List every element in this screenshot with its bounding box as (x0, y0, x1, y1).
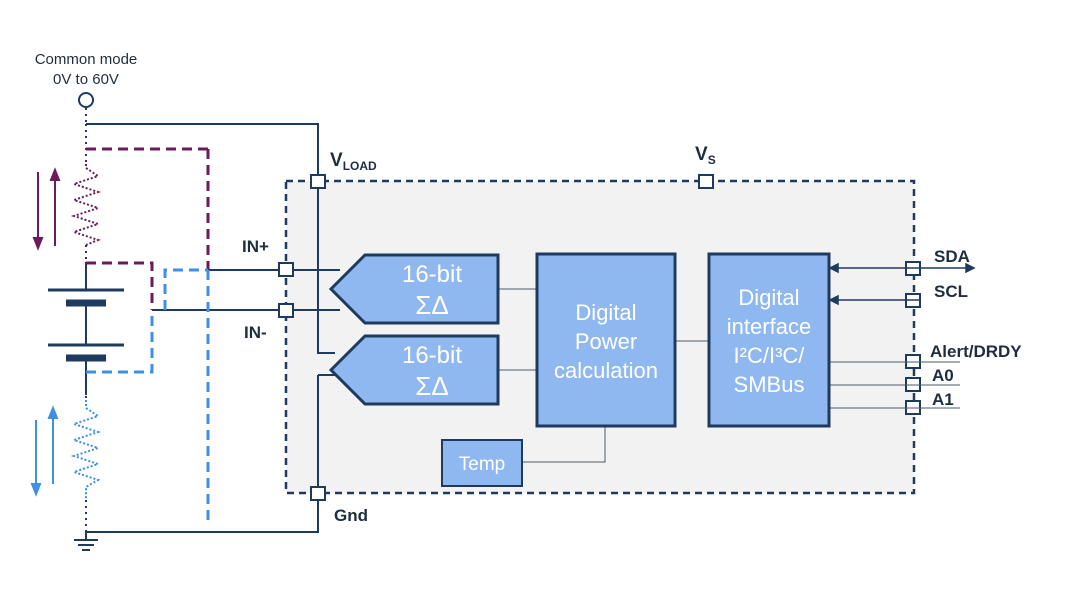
a0-label: A0 (932, 366, 954, 385)
in-plus-label: IN+ (242, 237, 269, 256)
gnd-pin (310, 486, 326, 501)
sda-label: SDA (934, 247, 970, 266)
adc-2-type-label: ΣΔ (415, 371, 448, 401)
vs-label: VS (695, 144, 716, 167)
battery-symbol (48, 288, 124, 362)
lower-current-arrows (30, 405, 59, 497)
in-plus-pin (278, 262, 294, 277)
interface-block-line-3: I²C/I³C/ (734, 343, 806, 368)
upper-current-arrows (32, 167, 61, 251)
interface-block-line-1: Digital (738, 285, 799, 310)
adc-block-2 (328, 334, 500, 406)
gnd-label: Gnd (334, 506, 368, 525)
lower-current-path (86, 268, 210, 520)
interface-block-line-2: interface (727, 314, 811, 339)
common-mode-label: Common mode (35, 51, 138, 68)
power-calculation-block (535, 252, 677, 428)
bus-lines (828, 262, 976, 306)
upper-current-path (86, 147, 210, 310)
upper-resistor (70, 160, 102, 246)
vs-pin (698, 174, 714, 189)
power-block-line-1: Digital (575, 300, 636, 325)
sda-arrow-in (828, 262, 839, 274)
adc-block-1 (328, 253, 500, 325)
alert-label: Alert/DRDY (930, 342, 1022, 361)
sda-arrow-out (965, 262, 976, 274)
adc-1-type-label: ΣΔ (415, 290, 448, 320)
common-mode-range-label: 0V to 60V (53, 71, 119, 88)
wiring (85, 123, 340, 533)
adc-2-bits-label: 16-bit (402, 342, 462, 369)
scl-arrow-in (828, 294, 839, 306)
power-block-line-3: calculation (554, 358, 658, 383)
temp-sensor-label: Temp (459, 454, 505, 475)
adc-1-bits-label: 16-bit (402, 261, 462, 288)
vload-label: VLOAD (330, 150, 377, 173)
digital-interface-block (707, 252, 831, 428)
in-minus-pin (278, 303, 294, 318)
interface-block-line-4: SMBus (734, 372, 805, 397)
vload-pin (310, 174, 326, 189)
internal-wiring (498, 288, 960, 463)
a1-label: A1 (932, 390, 954, 409)
scl-label: SCL (934, 282, 968, 301)
temp-sensor-block (441, 439, 523, 487)
lower-resistor (70, 400, 102, 500)
in-minus-label: IN- (244, 323, 267, 342)
power-block-line-2: Power (575, 329, 637, 354)
source-terminal (78, 92, 94, 108)
ground-symbol (74, 532, 98, 551)
